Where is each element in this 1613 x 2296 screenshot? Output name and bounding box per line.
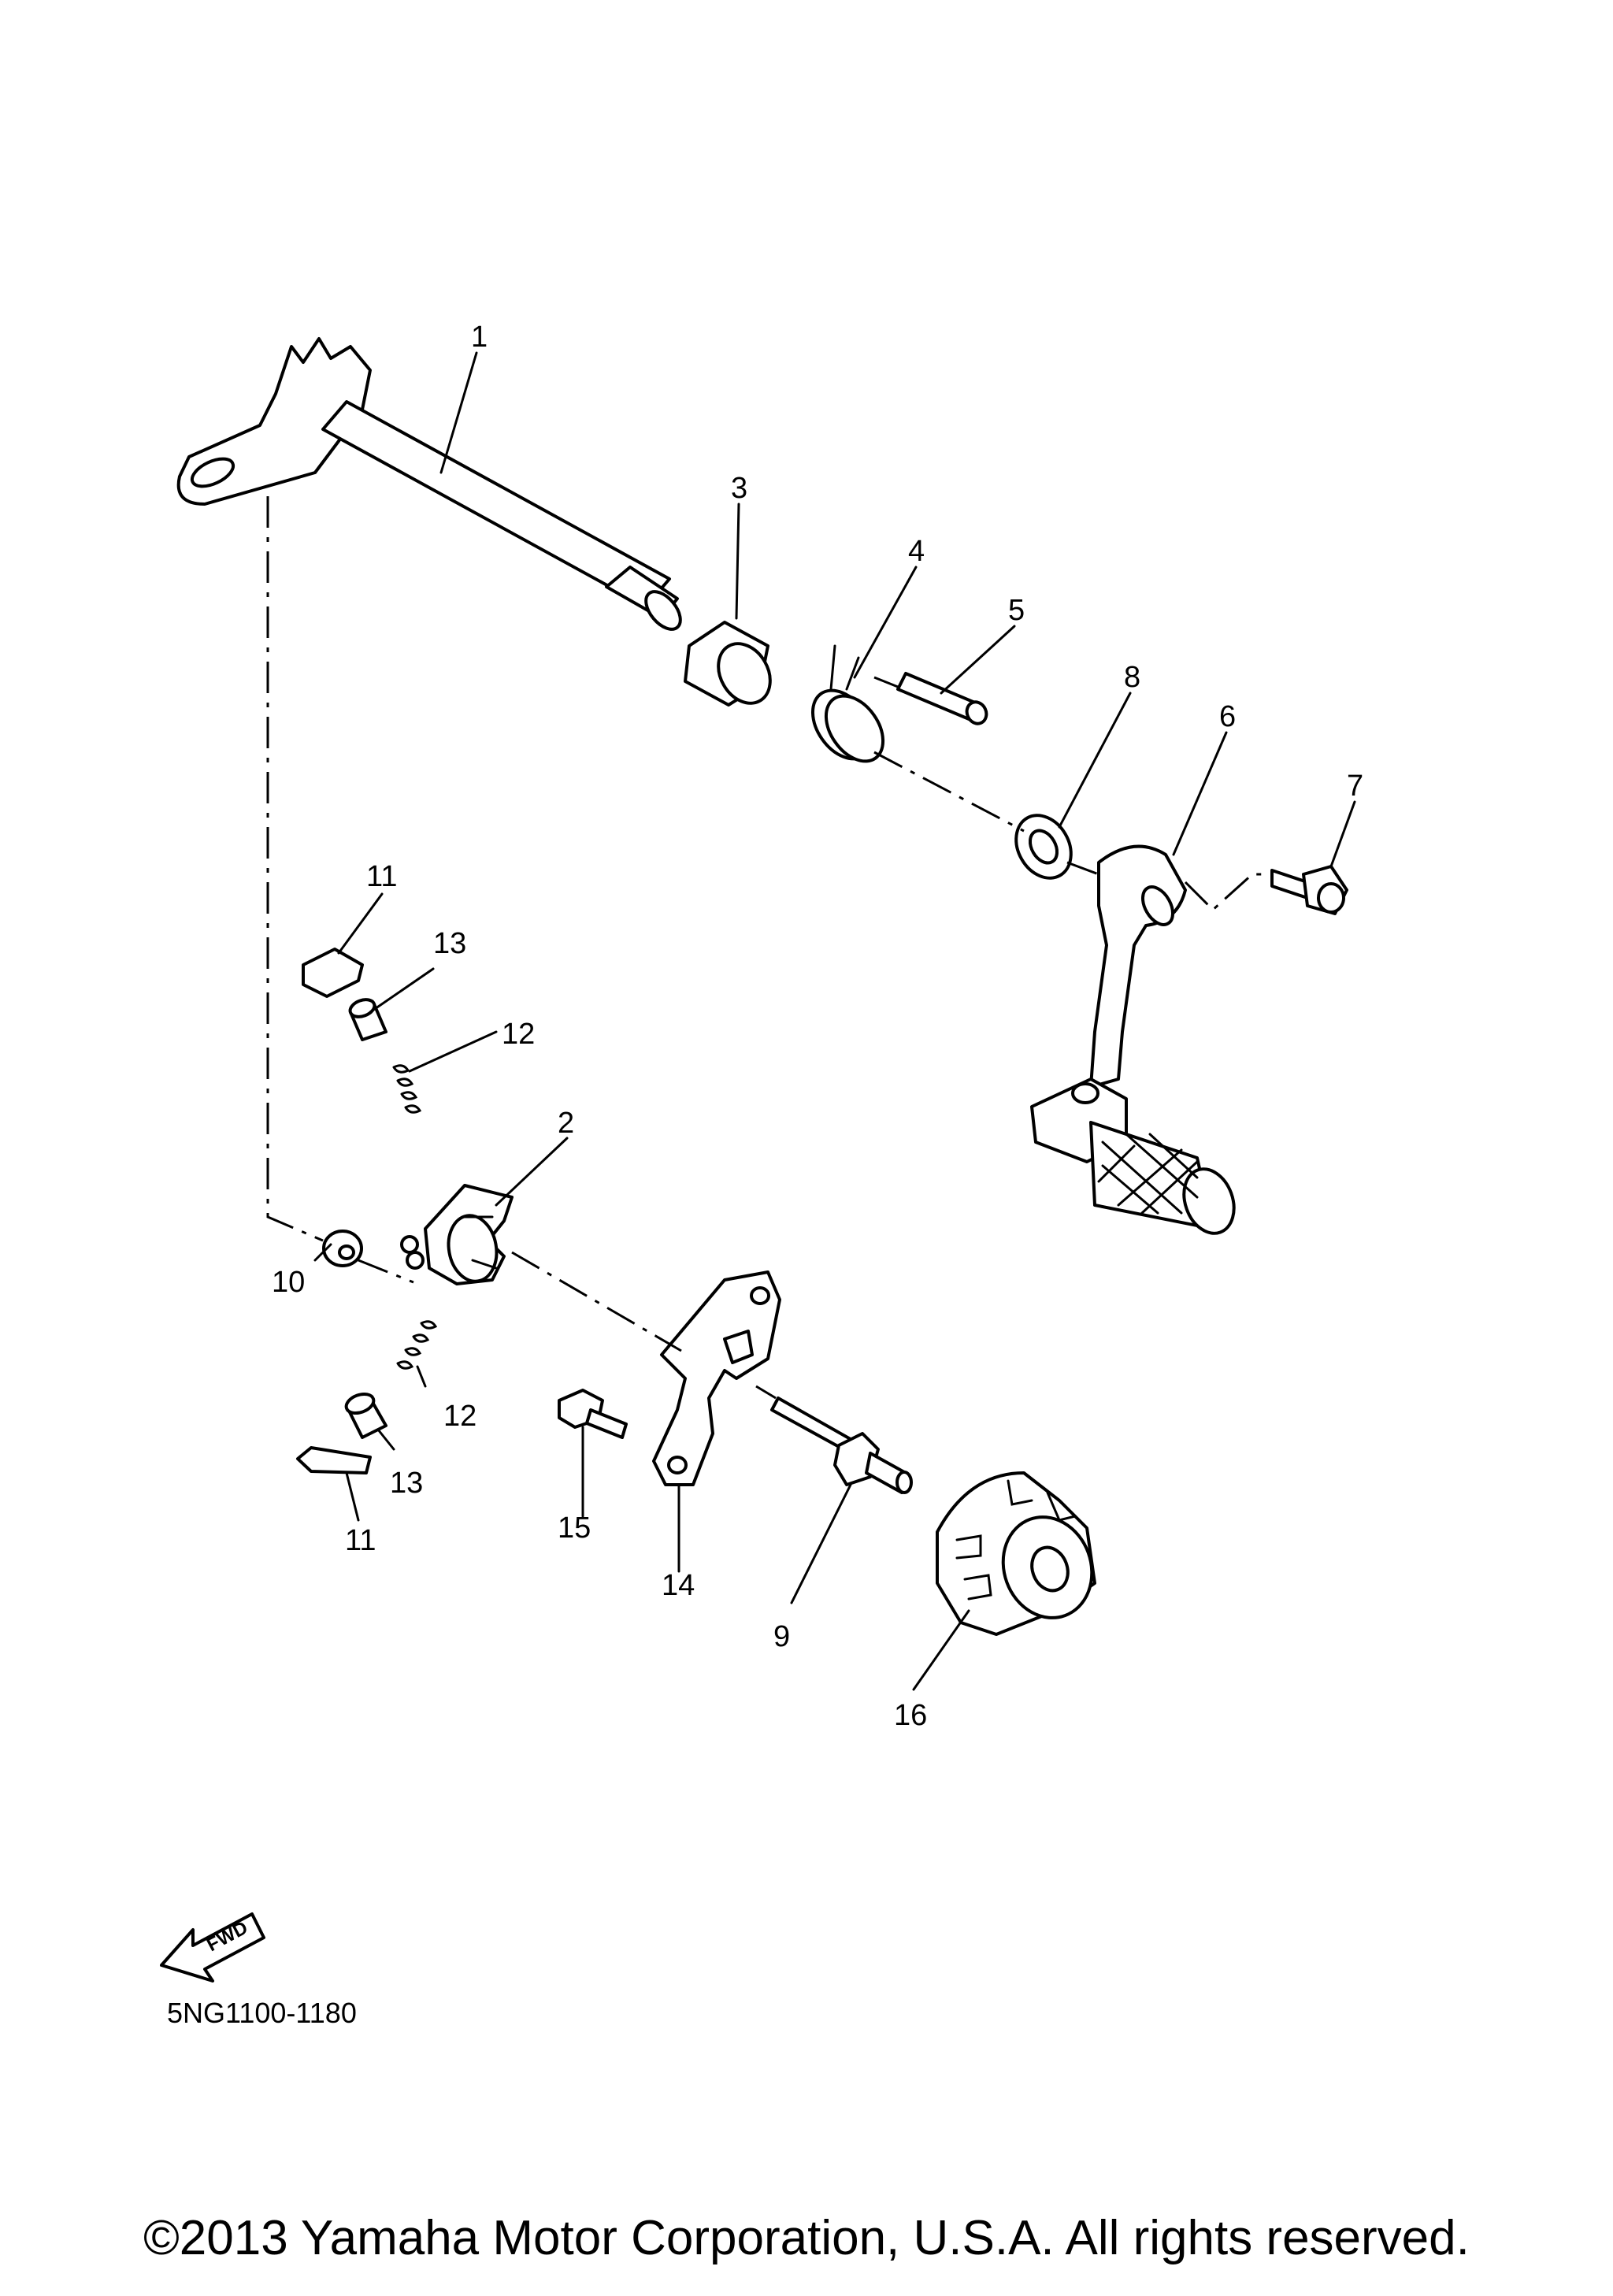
label-part-12-upper: 12 xyxy=(502,1018,535,1051)
segment-collar xyxy=(322,1230,363,1267)
label-part-14: 14 xyxy=(662,1569,695,1602)
oil-seal xyxy=(1014,814,1073,880)
stopper-lower xyxy=(296,1446,372,1474)
plunger-upper xyxy=(348,998,387,1041)
label-part-5: 5 xyxy=(1008,594,1025,627)
label-part-16: 16 xyxy=(894,1699,927,1732)
label-part-9: 9 xyxy=(773,1620,790,1653)
leader-lines xyxy=(313,351,1356,1691)
stopper-plate xyxy=(652,1270,781,1486)
label-part-13-upper: 13 xyxy=(433,927,466,960)
fwd-arrow-icon: FWD xyxy=(160,1912,265,1983)
label-part-2: 2 xyxy=(558,1107,574,1140)
label-part-8: 8 xyxy=(1124,661,1140,694)
stopper-upper xyxy=(302,948,364,998)
label-part-6: 6 xyxy=(1219,700,1236,733)
shift-drum-segment xyxy=(936,1471,1096,1636)
pedal-bolt xyxy=(1270,865,1348,915)
collar xyxy=(684,621,772,707)
label-part-3: 3 xyxy=(731,472,747,505)
assembly-lines xyxy=(266,496,1272,1400)
label-part-1: 1 xyxy=(471,321,488,354)
diagram-code: 5NG1100-1180 xyxy=(167,1997,357,2029)
plunger-lower xyxy=(344,1392,387,1439)
spring-upper xyxy=(392,1064,422,1114)
label-part-7: 7 xyxy=(1347,770,1363,803)
label-part-4: 4 xyxy=(908,535,925,568)
label-part-11-lower: 11 xyxy=(345,1524,376,1557)
label-part-11-upper: 11 xyxy=(366,860,397,893)
return-spring xyxy=(810,644,885,763)
part-labels: 1 3 4 5 8 6 7 11 13 12 2 10 12 13 11 15 … xyxy=(272,321,1363,1732)
shift-lever xyxy=(400,1184,514,1285)
bolt-15 xyxy=(558,1389,628,1439)
label-part-13-lower: 13 xyxy=(390,1467,423,1500)
copyright-notice: ©2013 Yamaha Motor Corporation, U.S.A. A… xyxy=(143,2211,1470,2265)
label-part-10: 10 xyxy=(272,1266,305,1299)
label-part-15: 15 xyxy=(558,1512,591,1545)
spring-lower xyxy=(396,1320,438,1370)
shift-pedal xyxy=(1030,844,1236,1235)
pin xyxy=(896,672,988,725)
segment-bolt xyxy=(770,1397,913,1494)
label-part-12-lower: 12 xyxy=(443,1400,476,1433)
shift-shaft xyxy=(176,337,682,631)
